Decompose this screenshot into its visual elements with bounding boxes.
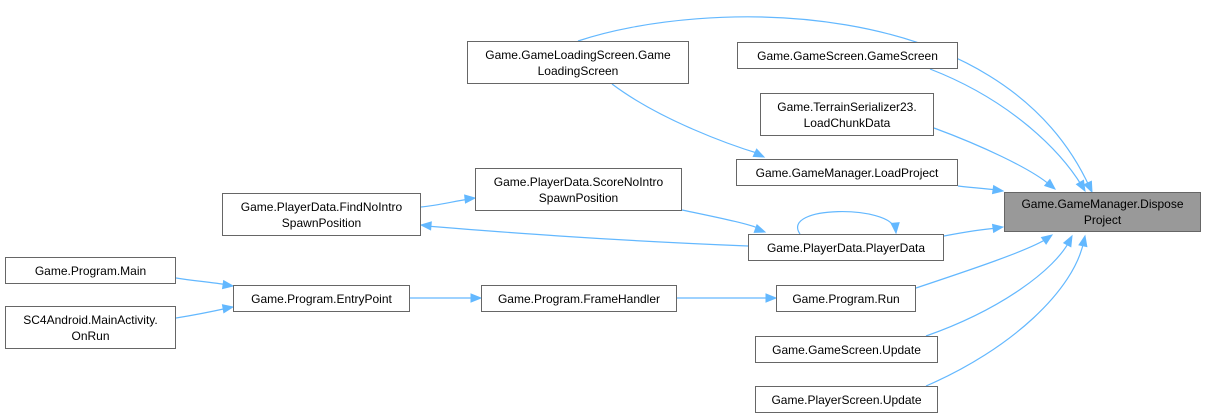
arrowhead-icon (753, 223, 767, 233)
node-program-framehandler[interactable]: Game.Program.FrameHandler (481, 285, 677, 312)
node-label-line: Game.GameScreen.GameScreen (757, 48, 938, 63)
node-label-line: SC4Android.MainActivity. (23, 312, 158, 327)
edge-gamescreen-to-dispose (929, 68, 1083, 187)
arrowhead-icon (1062, 234, 1073, 248)
node-program-run[interactable]: Game.Program.Run (776, 285, 916, 312)
arrowhead-icon (470, 293, 483, 303)
arrowhead-icon (1075, 179, 1086, 193)
arrowhead-icon (890, 222, 900, 235)
node-label-line: Game.PlayerScreen.Update (771, 392, 922, 407)
arrowhead-icon (752, 148, 766, 158)
node-label-line: Game.GameManager.LoadProject (755, 165, 939, 180)
arrowhead-icon (1043, 178, 1057, 190)
node-label-line: Game.Program.FrameHandler (497, 291, 661, 306)
node-playerscreen-update[interactable]: Game.PlayerScreen.Update (755, 386, 938, 413)
edge-scorenointro-to-playerdata (681, 209, 761, 230)
edge-sc4-to-entry (175, 307, 229, 319)
arrowhead-icon (221, 304, 235, 314)
node-gamescreen-ctor[interactable]: Game.GameScreen.GameScreen (737, 42, 958, 69)
edge-loading-to-loadproject (611, 83, 761, 155)
arrowhead-icon (1040, 234, 1054, 245)
arrowhead-icon (464, 194, 477, 204)
arrowhead-icon (1078, 234, 1088, 248)
node-playerdata-ctor[interactable]: Game.PlayerData.PlayerData (748, 234, 944, 261)
edge-loadproject-to-dispose (957, 185, 999, 191)
node-terrainserializer-loadchunkdata[interactable]: Game.TerrainSerializer23.LoadChunkData (760, 93, 934, 136)
node-label-line: Game.PlayerData.ScoreNoIntro (493, 174, 664, 189)
node-gamemanager-loadproject[interactable]: Game.GameManager.LoadProject (736, 159, 958, 186)
node-label-line: Game.GameLoadingScreen.Game (485, 47, 671, 62)
node-sc4android-mainactivity-onrun[interactable]: SC4Android.MainActivity.OnRun (5, 306, 176, 349)
edge-findnointro-to-scorenointro (420, 198, 471, 208)
edge-gsupdate-to-dispose (925, 239, 1071, 337)
edge-main-to-entry (175, 277, 229, 286)
node-label-line: SpawnPosition (538, 190, 619, 205)
node-label-line: SpawnPosition (281, 215, 362, 230)
edge-terrain-to-dispose (933, 127, 1051, 186)
node-label-line: Game.GameManager.Dispose (1021, 197, 1184, 211)
arrowhead-icon (765, 293, 778, 303)
edge-psupdate-to-dispose (925, 239, 1085, 387)
arrowhead-icon (1083, 180, 1093, 194)
edge-playerdata-to-findnointro (425, 225, 749, 247)
arrowhead-icon (991, 184, 1005, 195)
node-label-line: Game.PlayerData.PlayerData (766, 240, 926, 255)
edge-playerdata-to-playerdata (797, 211, 896, 235)
arrowhead-icon (221, 279, 235, 290)
node-program-entrypoint[interactable]: Game.Program.EntryPoint (233, 285, 410, 312)
edge-playerdata-to-dispose (943, 227, 999, 237)
node-label-line: OnRun (71, 328, 110, 343)
node-label-line: LoadingScreen (537, 63, 619, 78)
arrowhead-icon (991, 223, 1005, 234)
node-gamescreen-update[interactable]: Game.GameScreen.Update (755, 336, 938, 363)
node-label-line: Project (1083, 213, 1122, 227)
node-label-line: Game.PlayerData.FindNoIntro (240, 199, 403, 214)
node-program-main[interactable]: Game.Program.Main (5, 257, 176, 284)
node-label-line: LoadChunkData (803, 115, 891, 130)
arrowhead-icon (419, 221, 432, 231)
node-label-line: Game.Program.Run (792, 291, 900, 306)
edge-run-to-dispose (915, 237, 1049, 289)
edge-loading-to-dispose (577, 16, 1091, 189)
node-label-line: Game.Program.Main (34, 263, 147, 278)
node-label-line: Game.Program.EntryPoint (251, 291, 392, 306)
node-label-line: Game.GameScreen.Update (772, 342, 921, 357)
node-label-line: Game.TerrainSerializer23. (777, 99, 917, 114)
